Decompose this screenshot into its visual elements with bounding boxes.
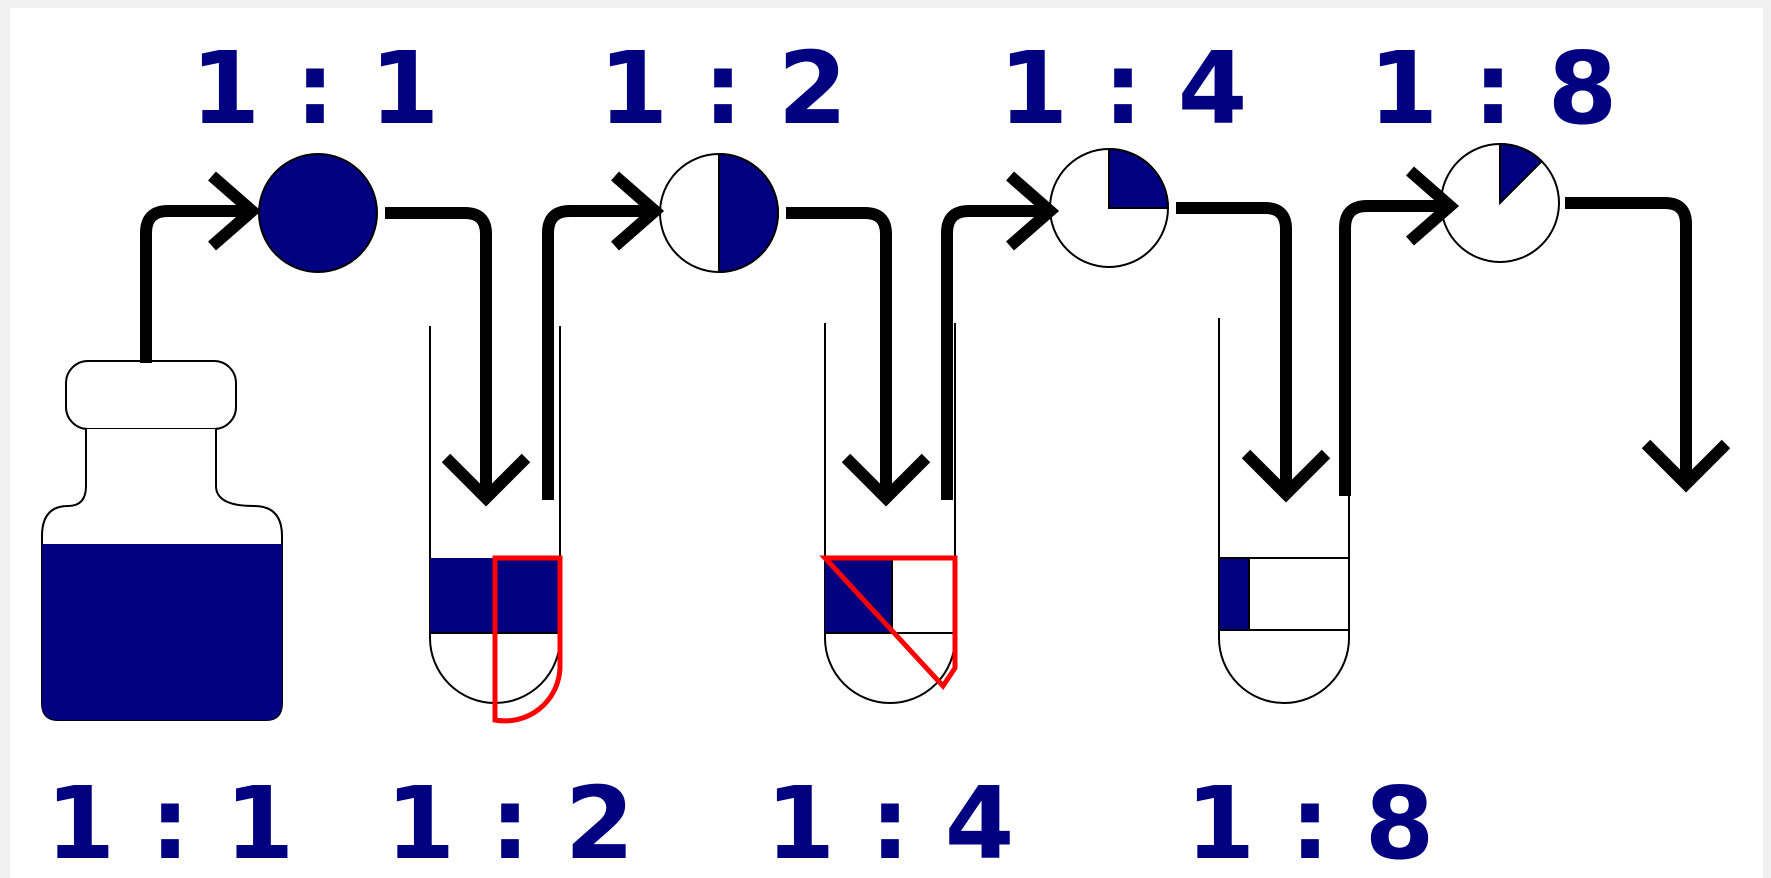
diagram-canvas: 1 : 1 1 : 2 1 : 4 1 : 8 1 : 1 1 : 2 1 : … bbox=[41, 30, 1731, 878]
bottom-label-2: 1 : 2 bbox=[386, 765, 635, 878]
transfer-arrow-icon bbox=[1339, 200, 1450, 496]
arrow-head bbox=[441, 453, 531, 507]
transfer-portion-highlight bbox=[492, 555, 563, 724]
pie-slice bbox=[718, 152, 779, 274]
top-label-4: 1 : 8 bbox=[1369, 30, 1618, 147]
transfer-arrow-icon bbox=[1176, 202, 1292, 494]
concentration-pie-icon bbox=[659, 152, 779, 274]
arrow-head bbox=[611, 171, 665, 251]
arrow-head bbox=[1241, 449, 1331, 503]
arrow-head bbox=[1006, 171, 1060, 251]
test-tube-icon bbox=[819, 323, 958, 704]
transfer-arrow-icon bbox=[1565, 197, 1692, 484]
top-labels: 1 : 1 1 : 2 1 : 4 1 : 8 bbox=[191, 30, 1618, 147]
transfer-arrow-icon bbox=[140, 205, 252, 363]
bottom-label-3: 1 : 4 bbox=[766, 765, 1015, 878]
arrow-head bbox=[1406, 166, 1460, 246]
stock-bottle-icon bbox=[41, 360, 283, 721]
bottom-labels: 1 : 1 1 : 2 1 : 4 1 : 8 bbox=[46, 765, 1435, 878]
pie-slice bbox=[1499, 142, 1544, 206]
transfer-portion-highlight bbox=[819, 555, 958, 691]
bottom-label-4: 1 : 8 bbox=[1186, 765, 1435, 878]
pie-slice bbox=[1108, 147, 1170, 209]
top-label-1: 1 : 1 bbox=[191, 30, 440, 147]
transfer-arrow-icon bbox=[941, 205, 1050, 500]
concentration-pie-icon bbox=[1440, 142, 1560, 263]
stock-fluid bbox=[42, 544, 282, 720]
transfer-arrows bbox=[140, 166, 1731, 507]
tube-3-fluid bbox=[1219, 558, 1249, 630]
concentration-pie-icon bbox=[258, 153, 378, 273]
serial-dilution-diagram: 1 : 1 1 : 2 1 : 4 1 : 8 1 : 1 1 : 2 1 : … bbox=[10, 8, 1763, 878]
arrow-head bbox=[208, 171, 262, 251]
top-label-2: 1 : 2 bbox=[599, 30, 848, 147]
arrow-head bbox=[841, 453, 931, 507]
concentration-pie-icon bbox=[1049, 147, 1170, 268]
transfer-arrow-icon bbox=[385, 207, 492, 498]
pie-outline bbox=[258, 153, 378, 273]
transfer-arrow-icon bbox=[542, 205, 655, 500]
transfer-arrow-icon bbox=[786, 207, 892, 498]
top-label-3: 1 : 4 bbox=[999, 30, 1248, 147]
bottom-label-1: 1 : 1 bbox=[46, 765, 295, 878]
arrow-head bbox=[1641, 439, 1731, 493]
test-tube-icon bbox=[1218, 318, 1350, 704]
test-tube-icon bbox=[429, 326, 563, 724]
